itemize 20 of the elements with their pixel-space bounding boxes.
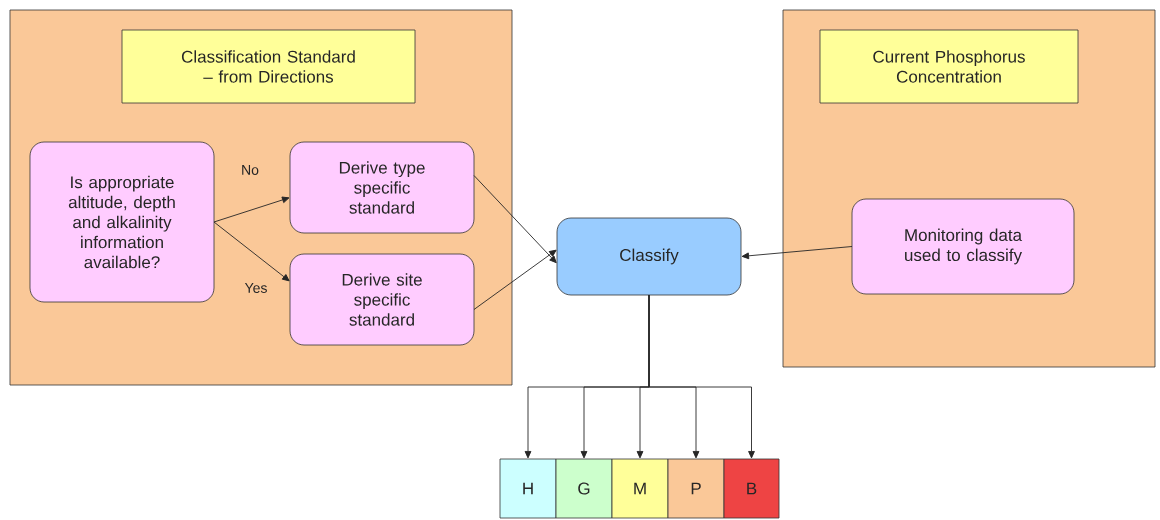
process-box: Monitoring data used to classify	[851, 198, 1075, 295]
edge-label: Yes	[243, 282, 269, 294]
grade-box: M	[611, 458, 669, 519]
title-box: Classification Standard – from Directions	[121, 29, 416, 104]
process-box: Derive site specific standard	[289, 253, 475, 346]
process-box: Classify	[556, 217, 742, 296]
arrow	[648, 294, 755, 459]
title-box: Current Phosphorus Concentration	[819, 29, 1079, 104]
arrow	[473, 175, 557, 264]
edge-label: No	[240, 164, 260, 176]
decision-box: Is appropriate altitude, depth and alkalinity information available?	[29, 141, 215, 303]
arrow	[213, 196, 290, 223]
grade-box: P	[667, 458, 725, 519]
arrow	[473, 249, 557, 310]
grade-box: G	[555, 458, 613, 519]
arrow	[741, 246, 853, 260]
arrow	[213, 221, 290, 282]
process-box: Derive type specific standard	[289, 141, 475, 234]
grade-box: H	[499, 458, 557, 519]
grade-box: B	[723, 458, 780, 519]
